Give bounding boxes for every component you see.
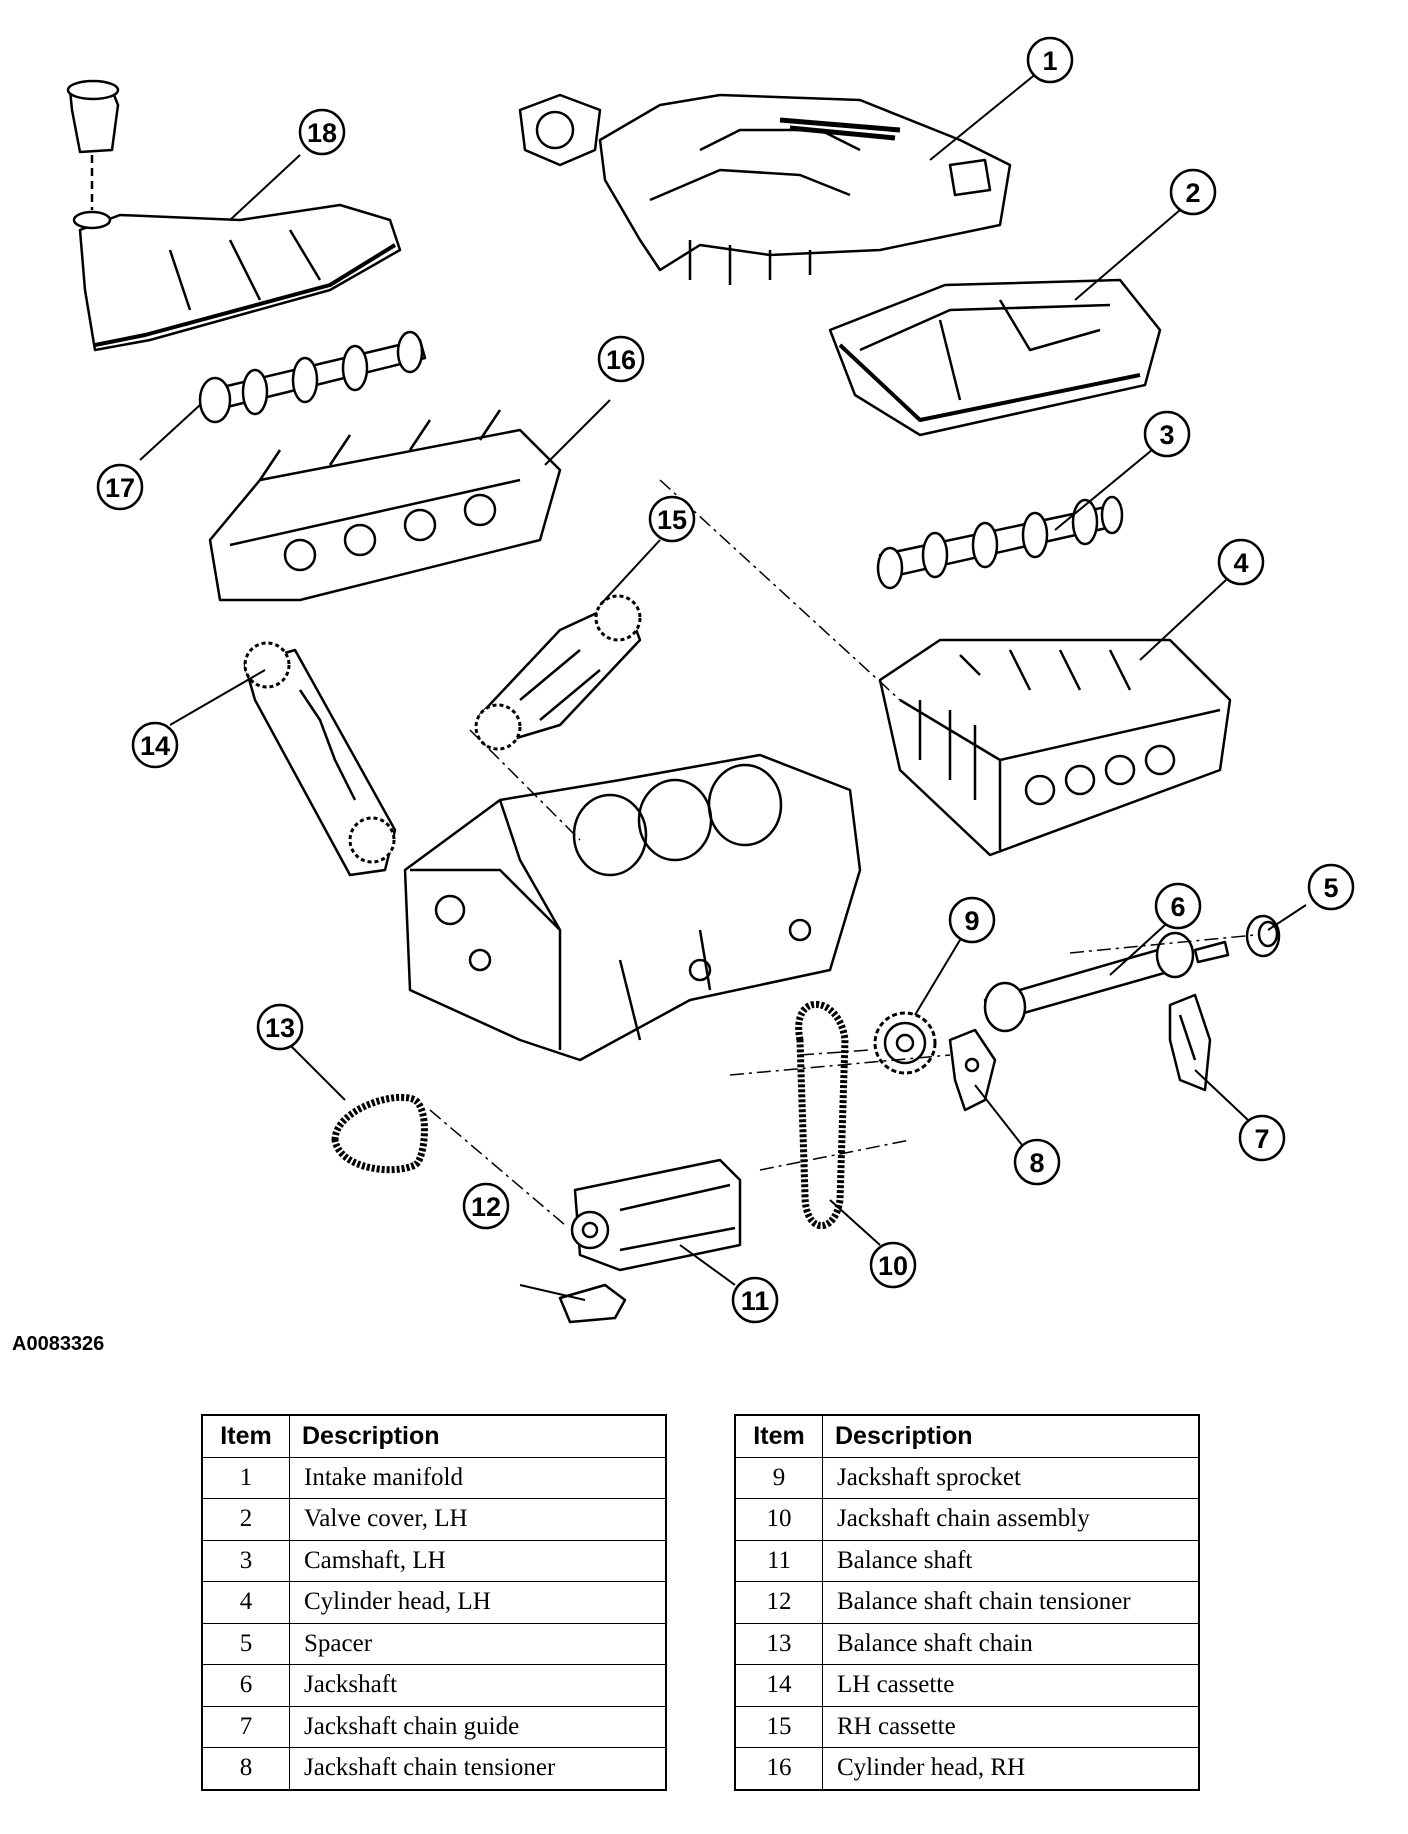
part-camshaft-lh bbox=[876, 495, 1124, 590]
callout-8: 8 bbox=[1029, 1148, 1044, 1178]
legend-item-number: 3 bbox=[201, 1539, 290, 1582]
callout-5: 5 bbox=[1323, 873, 1338, 903]
part-valve-cover-lh bbox=[828, 278, 1162, 437]
callout-17: 17 bbox=[105, 473, 135, 503]
callout-14: 14 bbox=[140, 731, 170, 761]
part-jackshaft bbox=[983, 931, 1230, 1033]
callout-10: 10 bbox=[878, 1251, 908, 1281]
callout-circles bbox=[96, 36, 1355, 1324]
legend-item-number: 13 bbox=[734, 1622, 823, 1665]
legend-item-description: Cylinder head, LH bbox=[289, 1581, 667, 1624]
column-header-item: Item bbox=[201, 1414, 290, 1458]
legend-item-description: Balance shaft chain bbox=[822, 1622, 1200, 1665]
part-cylinder-head-rh bbox=[208, 409, 562, 602]
callout-18: 18 bbox=[307, 118, 337, 148]
part-jackshaft-chain-tensioner bbox=[948, 1028, 997, 1112]
legend-item-description: Valve cover, LH bbox=[289, 1498, 667, 1541]
legend-item-description: Camshaft, LH bbox=[289, 1539, 667, 1582]
callout-15: 15 bbox=[657, 505, 687, 535]
part-balance-shaft bbox=[570, 1158, 742, 1272]
legend-header-row: Item Description bbox=[734, 1414, 1200, 1458]
legend-item-number: 2 bbox=[201, 1498, 290, 1541]
part-intake-manifold bbox=[518, 93, 1012, 285]
legend-item-number: 16 bbox=[734, 1747, 823, 1790]
callout-12: 12 bbox=[471, 1192, 501, 1222]
legend-item-description: Cylinder head, RH bbox=[822, 1747, 1200, 1790]
callout-2: 2 bbox=[1185, 178, 1200, 208]
exploded-engine-diagram: 1 2 3 4 5 6 7 8 9 10 11 12 13 14 15 16 1… bbox=[66, 36, 1355, 1324]
legend-item-description: Balance shaft bbox=[822, 1539, 1200, 1582]
column-header-item: Item bbox=[734, 1414, 823, 1458]
legend-item-description: Intake manifold bbox=[289, 1456, 667, 1499]
part-balance-shaft-chain-tensioner bbox=[558, 1283, 627, 1324]
legend-item-number: 10 bbox=[734, 1498, 823, 1541]
legend-item-description: Balance shaft chain tensioner bbox=[822, 1581, 1200, 1624]
part-cylinder-head-lh bbox=[878, 638, 1232, 857]
column-header-description: Description bbox=[289, 1414, 667, 1458]
part-camshaft-rh bbox=[198, 330, 427, 424]
figure-id-label: A0083326 bbox=[12, 1333, 105, 1355]
legend-item-description: Jackshaft chain assembly bbox=[822, 1498, 1200, 1541]
callout-11: 11 bbox=[741, 1286, 770, 1316]
legend-item-number: 1 bbox=[201, 1456, 290, 1499]
callout-4: 4 bbox=[1233, 548, 1248, 578]
legend-item-number: 8 bbox=[201, 1747, 290, 1790]
legend-item-number: 7 bbox=[201, 1705, 290, 1748]
legend-item-number: 4 bbox=[201, 1581, 290, 1624]
callout-16: 16 bbox=[606, 345, 636, 375]
legend-item-number: 11 bbox=[734, 1539, 823, 1582]
legend-item-number: 9 bbox=[734, 1456, 823, 1499]
legend-item-number: 6 bbox=[201, 1664, 290, 1707]
legend-item-number: 14 bbox=[734, 1664, 823, 1707]
alignment-lines bbox=[429, 479, 1256, 1226]
legend-item-description: Jackshaft bbox=[289, 1664, 667, 1707]
part-valve-cover-rh bbox=[66, 79, 402, 352]
legend-item-number: 5 bbox=[201, 1622, 290, 1665]
callout-7: 7 bbox=[1254, 1124, 1269, 1154]
legend-item-description: Jackshaft sprocket bbox=[822, 1456, 1200, 1499]
legend-item-number: 15 bbox=[734, 1705, 823, 1748]
column-header-description: Description bbox=[822, 1414, 1200, 1458]
callout-3: 3 bbox=[1159, 420, 1174, 450]
callout-1: 1 bbox=[1042, 46, 1057, 76]
callout-9: 9 bbox=[964, 906, 979, 936]
callout-13: 13 bbox=[265, 1013, 295, 1043]
part-rh-cassette bbox=[474, 594, 642, 751]
part-lh-cassette bbox=[243, 641, 397, 877]
part-engine-block bbox=[403, 753, 862, 1062]
part-jackshaft-sprocket bbox=[873, 1011, 937, 1075]
legend-item-number: 12 bbox=[734, 1581, 823, 1624]
part-jackshaft-chain bbox=[795, 1000, 849, 1230]
legend-header-row: Item Description bbox=[201, 1414, 667, 1458]
part-spacer bbox=[1245, 914, 1281, 958]
callout-6: 6 bbox=[1170, 892, 1185, 922]
part-balance-shaft-chain bbox=[331, 1093, 428, 1174]
legend-item-description: Jackshaft chain guide bbox=[289, 1705, 667, 1748]
legend-item-description: RH cassette bbox=[822, 1705, 1200, 1748]
legend-item-description: Jackshaft chain tensioner bbox=[289, 1747, 667, 1790]
part-jackshaft-chain-guide bbox=[1168, 993, 1212, 1092]
legend-item-description: LH cassette bbox=[822, 1664, 1200, 1707]
legend-item-description: Spacer bbox=[289, 1622, 667, 1665]
leader-lines bbox=[139, 72, 1307, 1301]
